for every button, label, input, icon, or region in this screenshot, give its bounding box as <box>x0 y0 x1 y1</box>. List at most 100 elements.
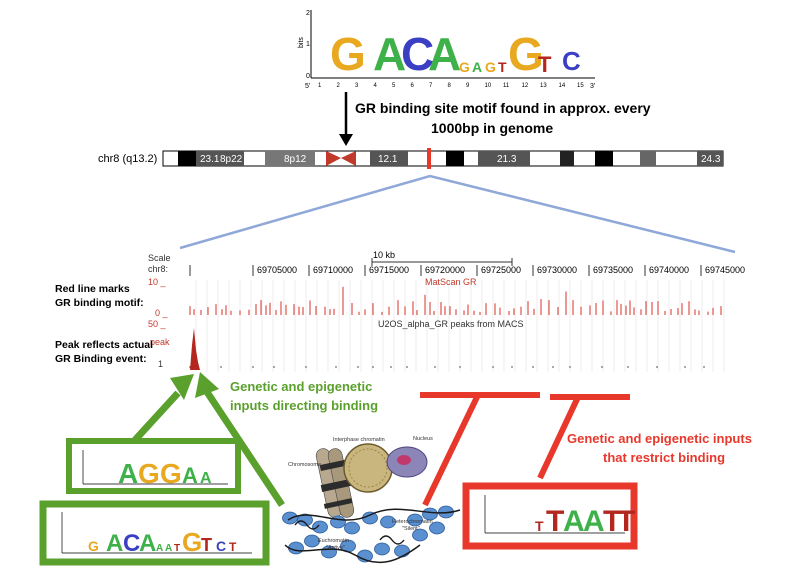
band-label-23-1: 23.1 <box>200 154 220 165</box>
nucleosome <box>330 515 346 529</box>
band-dark <box>446 151 464 166</box>
label-active: "Active" <box>326 545 345 551</box>
band-label-12-1: 12.1 <box>378 154 398 165</box>
green1-letter-G2: G <box>160 458 182 489</box>
logo-xtick: 12 <box>522 83 529 89</box>
logo-letter-A3: A <box>472 59 482 75</box>
logo-letter-A1: A <box>373 28 406 80</box>
band-grey <box>697 151 723 166</box>
locus-marker <box>427 148 431 169</box>
green-arrow-1-shaft <box>132 390 181 443</box>
down-arrow-head <box>339 134 353 146</box>
nucleosome <box>407 513 423 527</box>
logo-letter-C2: C <box>562 46 581 76</box>
chromosome-band <box>319 458 351 472</box>
nucleosome <box>412 528 428 542</box>
track1-name: MatScan GR <box>425 277 477 287</box>
centromere-right <box>341 151 356 166</box>
green2-letter-A4: A <box>165 543 172 554</box>
red-bar-1-stem <box>422 393 481 507</box>
position-label: 69735000 <box>593 265 633 275</box>
red-letter-T2: T <box>546 505 564 538</box>
position-label: 69720000 <box>425 265 465 275</box>
red-letter-A1: A <box>563 505 585 538</box>
position-label: 69715000 <box>369 265 409 275</box>
chromosome-ideogram: chr8 (q13.2) 23.1 8p22 8p12 12.1 21.3 24… <box>98 148 724 169</box>
green2-letter-T2: T <box>201 535 212 555</box>
red-caption-line2: that restrict binding <box>603 450 725 465</box>
green2-letter-A: A <box>106 530 123 557</box>
nucleosome <box>429 521 445 535</box>
logo-xtick: 11 <box>503 83 510 89</box>
track2-peak-label: peak <box>150 337 170 347</box>
band-label-21-3: 21.3 <box>497 154 517 165</box>
logo-ytick-2: 2 <box>306 10 310 17</box>
red-line-label-1: Red line marks <box>55 283 130 295</box>
nucleosome <box>422 507 438 521</box>
logo-letter-T1: T <box>498 59 507 75</box>
nucleosome <box>380 515 396 529</box>
logo-xtick: 7 <box>429 83 433 89</box>
green-box-1-frame <box>66 438 241 494</box>
red-letter-T1: T <box>535 518 544 534</box>
red-letter-T3: T <box>603 505 621 538</box>
logo-letter-T2: T <box>538 52 552 77</box>
chromatin-illustration: Interphase chromatin Chromosome Nucleus … <box>282 436 461 564</box>
red-t-bars <box>420 392 630 507</box>
green-logo-box-1: A G G A A <box>66 438 241 494</box>
gr-peak <box>190 328 200 370</box>
band-grey <box>265 151 315 166</box>
nucleosome <box>304 534 320 548</box>
position-label: 69705000 <box>257 265 297 275</box>
logo-xtick: 5 <box>392 83 396 89</box>
position-label: 69725000 <box>481 265 521 275</box>
logo-xtick: 15 <box>577 83 584 89</box>
dna-loop <box>294 520 320 530</box>
peak-label-1: Peak reflects actual <box>55 339 153 351</box>
position-label: 69745000 <box>705 265 745 275</box>
position-label: 69710000 <box>313 265 353 275</box>
green-box-2-frame <box>39 500 270 566</box>
red-letter-A2: A <box>583 505 605 538</box>
green2-letter-C: C <box>123 530 140 557</box>
band-grey <box>196 151 244 166</box>
nucleosome <box>344 521 360 535</box>
red-box-frame <box>462 482 638 550</box>
band-dark <box>178 151 196 166</box>
chromosome-label: chr8 (q13.2) <box>98 153 157 165</box>
zoom-lines <box>179 174 736 254</box>
nucleolus <box>397 455 411 465</box>
position-label: 69740000 <box>649 265 689 275</box>
motif-track <box>189 286 722 368</box>
red-logo-box: T T A A T T A A <box>462 482 638 550</box>
logo-xtick: 9 <box>466 83 470 89</box>
position-ticks: 69705000 69710000 69715000 69720000 69725000… <box>189 265 745 276</box>
track2-min: 1 <box>158 359 163 369</box>
band-label-24-3: 24.3 <box>701 154 721 165</box>
logo-xtick: 8 <box>448 83 452 89</box>
red-letter-T4: T <box>617 505 635 538</box>
label-euchromatin: Euchromatin <box>318 538 349 544</box>
position-label: 69730000 <box>537 265 577 275</box>
logo-xtick: 4 <box>374 83 378 89</box>
green1-letter-A: A <box>118 458 138 489</box>
logo-xtick: 10 <box>485 83 492 89</box>
label-silent: "Silent" <box>402 526 420 532</box>
band-grey <box>478 151 530 166</box>
logo-3prime: 3' <box>590 83 595 90</box>
logo-letter-G2: G <box>459 59 470 75</box>
green1-letter-A2: A <box>182 463 198 488</box>
logo-xtick: 14 <box>559 83 566 89</box>
chromosome-body <box>162 150 724 167</box>
logo-xtick: 13 <box>540 83 547 89</box>
track2-max: 50 _ <box>148 319 167 329</box>
motif-caption-line2: 1000bp in genome <box>431 120 553 136</box>
dna-strand-top <box>287 508 461 521</box>
green-arrow-1-head <box>170 374 194 400</box>
chromosome-drawing <box>315 448 355 518</box>
nucleosome <box>374 542 390 556</box>
